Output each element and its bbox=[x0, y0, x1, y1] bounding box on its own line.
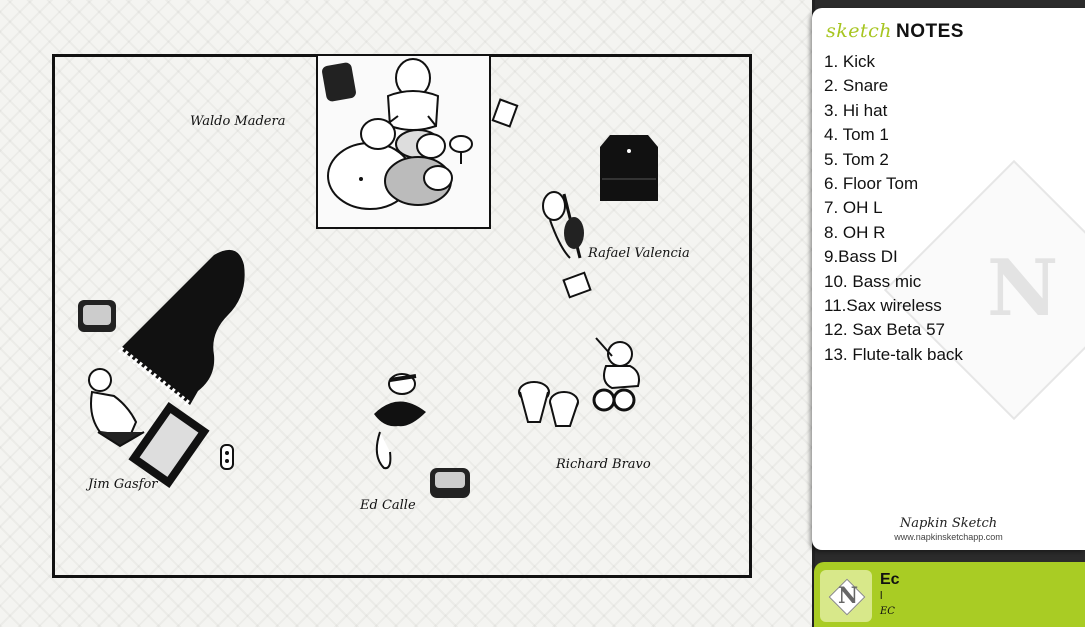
list-item: 9.Bass DI bbox=[824, 245, 963, 269]
list-item: 8. OH R bbox=[824, 221, 963, 245]
user-card[interactable]: N Ec l EC bbox=[814, 562, 1085, 627]
brand-footer: Napkin Sketch www.napkinsketchapp.com bbox=[812, 516, 1085, 542]
stage-canvas[interactable]: Waldo Madera Rafael Valencia bbox=[0, 0, 815, 627]
notes-title-notes: NOTES bbox=[896, 21, 964, 42]
list-item: 13. Flute-talk back bbox=[824, 343, 963, 367]
keyboard-icon[interactable] bbox=[134, 408, 204, 484]
notes-title-sketch: sketch bbox=[826, 20, 892, 42]
percussion-setup[interactable] bbox=[516, 330, 652, 430]
musician-label-drummer: Waldo Madera bbox=[190, 114, 285, 129]
napkin-logo-icon: N bbox=[820, 570, 872, 622]
card-initials: EC bbox=[880, 606, 895, 617]
list-item: 2. Snare bbox=[824, 74, 963, 98]
drum-kit-drawing bbox=[318, 56, 493, 231]
napkin-watermark-letter-icon: N bbox=[987, 243, 1058, 334]
sax-player-figure[interactable] bbox=[362, 372, 436, 472]
musician-label-percussion: Richard Bravo bbox=[556, 457, 651, 472]
musician-label-bassist: Rafael Valencia bbox=[588, 246, 690, 261]
logo-letter: N bbox=[838, 583, 858, 609]
list-item: 7. OH L bbox=[824, 196, 963, 220]
card-title: Ec bbox=[880, 571, 900, 589]
bass-amp-icon[interactable] bbox=[596, 133, 662, 205]
list-item: 1. Kick bbox=[824, 50, 963, 74]
musician-label-sax: Ed Calle bbox=[360, 498, 416, 513]
bassist-figure[interactable] bbox=[540, 188, 590, 264]
list-item: 3. Hi hat bbox=[824, 99, 963, 123]
di-box-icon[interactable] bbox=[219, 443, 235, 471]
monitor-wedge-icon[interactable] bbox=[428, 466, 472, 500]
list-item: 6. Floor Tom bbox=[824, 172, 963, 196]
brand-url[interactable]: www.napkinsketchapp.com bbox=[812, 532, 1085, 542]
list-item: 12. Sax Beta 57 bbox=[824, 318, 963, 342]
list-item: 11.Sax wireless bbox=[824, 294, 963, 318]
keyboard-amp-icon[interactable] bbox=[76, 298, 118, 334]
list-item: 4. Tom 1 bbox=[824, 123, 963, 147]
music-stand-icon[interactable] bbox=[562, 272, 594, 302]
card-subtitle: l bbox=[880, 590, 882, 602]
brand-name: Napkin Sketch bbox=[812, 516, 1085, 531]
list-item: 10. Bass mic bbox=[824, 270, 963, 294]
music-stand-icon[interactable] bbox=[492, 100, 518, 130]
musician-label-pianist: Jim Gasfor bbox=[88, 477, 158, 492]
drum-kit-area[interactable] bbox=[316, 54, 491, 229]
notes-list[interactable]: 1. Kick 2. Snare 3. Hi hat 4. Tom 1 5. T… bbox=[824, 50, 963, 367]
list-item: 5. Tom 2 bbox=[824, 148, 963, 172]
